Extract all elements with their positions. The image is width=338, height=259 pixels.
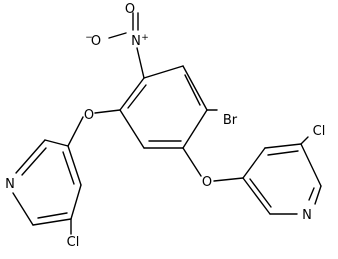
left-pyridine-ring	[12, 139, 82, 235]
bond-lp-2	[15, 139, 46, 174]
bond-lp-3	[12, 192, 34, 226]
bond-ether-pyridine-right	[213, 177, 244, 182]
bond-lp-6	[67, 145, 82, 186]
bond-rp-2	[264, 143, 302, 149]
bond-ether-pyridine-left	[67, 116, 84, 147]
bond-ring-top-right	[182, 65, 208, 111]
bond-lp-1	[44, 139, 69, 147]
bond-ring-ether-left	[94, 109, 121, 114]
right-pyridine-ring	[242, 136, 322, 215]
bond-lp-double-2	[37, 212, 68, 219]
nitro-charge-label: +	[141, 33, 149, 43]
oxide-oxygen-label: O	[91, 34, 101, 49]
pyridine-nitrogen-right-label: N	[302, 208, 312, 223]
bond-rp-1	[242, 147, 266, 179]
bond-ring-double-1	[184, 74, 201, 106]
bond-nitro-oxide	[108, 32, 127, 39]
bond-ring-right	[182, 109, 208, 149]
pyridine-nitrogen-left-label: N	[5, 177, 15, 192]
ether-oxygen-right-label: O	[202, 175, 212, 190]
bond-lp-4	[32, 218, 72, 226]
bond-ring-double-3	[127, 84, 147, 109]
bond-lp-double-3	[62, 151, 75, 185]
bond-ring-bottom-left	[119, 109, 145, 149]
bond-ring-left	[119, 77, 145, 111]
nitro-nitrogen-label: N	[131, 34, 141, 49]
bond-ring-ether-right	[182, 147, 202, 177]
bond-rp-double-2	[308, 187, 315, 201]
ether-oxygen-left-label: O	[84, 108, 94, 123]
bond-lp-5	[70, 184, 82, 220]
bond-rp-double-3	[249, 178, 272, 208]
oxide-oxygen-label: O	[125, 2, 135, 17]
bromine-label: Br	[223, 113, 238, 128]
atom-labels: O O − N + O O Br N N Cl Cl	[5, 2, 325, 250]
bond-rp-double-1	[267, 150, 299, 156]
bond-ring-top-left	[143, 65, 184, 79]
ether-links	[67, 109, 244, 182]
nitro-group	[108, 12, 145, 79]
bond-rp-chlorine	[300, 136, 309, 145]
bond-rp-6	[242, 177, 271, 215]
central-benzene-ring	[119, 65, 208, 149]
bond-lp-double-1	[21, 147, 47, 176]
bond-rp-3	[300, 143, 322, 187]
chlorine-right-label: Cl	[313, 124, 326, 139]
bond-ring-nitro	[136, 47, 145, 79]
chlorine-left-label: Cl	[67, 235, 80, 250]
bond-rp-4	[314, 185, 322, 205]
oxide-charge-label: −	[85, 33, 93, 43]
